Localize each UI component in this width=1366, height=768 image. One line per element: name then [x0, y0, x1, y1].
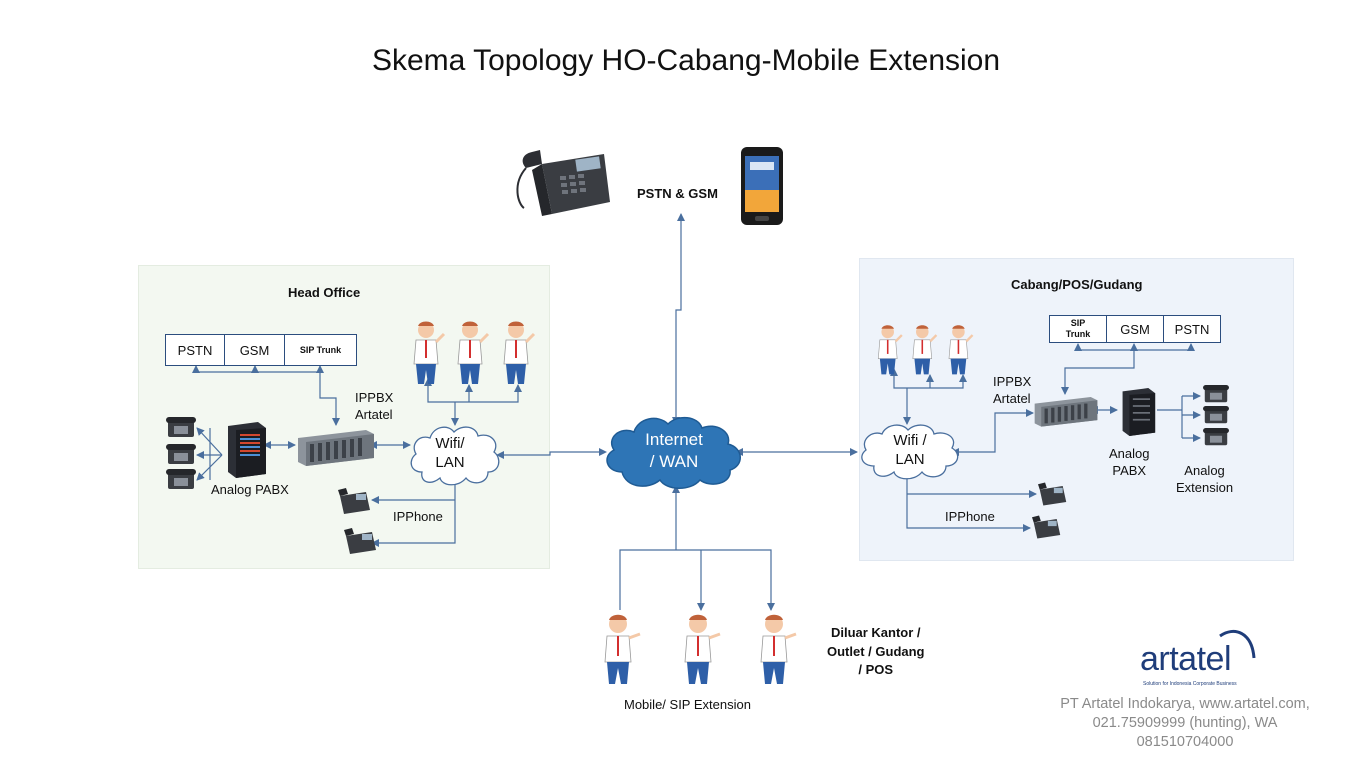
branch-ippbx-line2: Artatel — [993, 391, 1031, 406]
ho-pstn-box: PSTN — [165, 334, 225, 366]
branch-gsm-box: GSM — [1106, 315, 1164, 343]
desk-phone-icon — [516, 150, 610, 216]
ippbx-rack-icon — [1034, 396, 1098, 427]
logo-wordmark: artatel — [1140, 640, 1232, 678]
branch-users-icon — [877, 324, 974, 376]
ho-gsm-box: GSM — [224, 334, 285, 366]
outside-office-line2: Outlet / Gudang — [827, 643, 925, 659]
footer-line1: PT Artatel Indokarya, www.artatel.com, — [1060, 696, 1310, 712]
mobile-users-icon — [604, 613, 798, 686]
branch-analog-ext-line1: Analog — [1184, 463, 1225, 478]
analog-phone-icon — [1203, 406, 1229, 424]
analog-phone-icon — [166, 444, 196, 464]
ho-lan-label: Wifi/ LAN — [414, 434, 486, 472]
analog-phone-icon — [166, 469, 196, 489]
ipphone-icon — [1038, 482, 1067, 506]
artatel-logo: artatel Solution for Indonesia Corporate… — [1140, 630, 1260, 690]
branch-pabx-line1: Analog — [1109, 446, 1150, 461]
outside-office-line3: / POS — [858, 662, 894, 677]
footer-line3: 081510704000 — [1136, 734, 1234, 750]
ho-analog-pabx-label: Analog PABX — [211, 482, 289, 497]
branch-ippbx-line1: IPPBX — [993, 374, 1032, 389]
outside-office-line1: Diluar Kantor / — [830, 625, 921, 640]
branch-analog-ext-label: Analog Extension — [1176, 462, 1233, 496]
branch-lan-cloud-icon — [861, 424, 959, 480]
head-office-title: Head Office — [288, 285, 361, 300]
pstn-gsm-label: PSTN & GSM — [637, 186, 718, 201]
branch-lan-line2: LAN — [895, 451, 925, 468]
branch-title: Cabang/POS/Gudang — [1011, 277, 1143, 292]
ho-lan-cloud-icon — [410, 426, 500, 486]
branch-lan-line1: Wifi / — [893, 432, 927, 449]
mobile-sip-extension-label: Mobile/ SIP Extension — [624, 697, 751, 712]
footer-contact: PT Artatel Indokarya, www.artatel.com, 0… — [1030, 695, 1340, 752]
analog-phone-icon — [1203, 385, 1229, 403]
ippbx-rack-icon — [298, 430, 374, 466]
ho-ipphone-label: IPPhone — [393, 509, 443, 524]
outside-office-label: Diluar Kantor / Outlet / Gudang / POS — [827, 624, 925, 680]
branch-pabx-line2: PABX — [1112, 463, 1147, 478]
ho-lan-line2: LAN — [435, 454, 465, 471]
ho-ippbx-label: IPPBX Artatel — [355, 389, 393, 423]
ipphone-icon — [1032, 515, 1061, 539]
ipphone-icon — [344, 528, 376, 554]
analog-pabx-server-icon — [228, 422, 266, 478]
ho-users-icon — [413, 320, 536, 386]
logo-swoosh-icon — [1219, 630, 1256, 659]
ipphone-icon — [338, 488, 370, 514]
branch-analog-pabx-label: Analog PABX — [1109, 445, 1149, 479]
internet-label: Internet / WAN — [614, 429, 734, 473]
branch-lan-label: Wifi / LAN — [874, 431, 946, 469]
branch-pstn-box: PSTN — [1163, 315, 1221, 343]
internet-label-line1: Internet — [645, 430, 703, 449]
analog-phone-icon — [1203, 428, 1229, 446]
ho-sip-trunk-box: SIP Trunk — [284, 334, 357, 366]
analog-pabx-server-icon — [1122, 388, 1156, 436]
internet-label-line2: / WAN — [649, 452, 699, 471]
head-office-panel — [138, 265, 550, 569]
branch-analog-ext-line2: Extension — [1176, 480, 1234, 495]
logo-tagline: Solution for Indonesia Corporate Busines… — [1143, 681, 1237, 687]
branch-sip-trunk-box: SIP Trunk — [1049, 315, 1107, 343]
ho-lan-line1: Wifi/ — [435, 435, 465, 452]
smartphone-icon — [741, 147, 783, 225]
page-title: Skema Topology HO-Cabang-Mobile Extensio… — [371, 44, 1001, 77]
ho-ippbx-line2: Artatel — [355, 407, 393, 422]
branch-ipphone-label: IPPhone — [945, 509, 995, 524]
internet-cloud-icon — [606, 416, 741, 489]
footer-line2: 021.75909999 (hunting), WA — [1092, 715, 1278, 731]
ho-ippbx-line1: IPPBX — [355, 390, 394, 405]
branch-ippbx-label: IPPBX Artatel — [993, 373, 1031, 407]
analog-phone-icon — [166, 417, 196, 437]
